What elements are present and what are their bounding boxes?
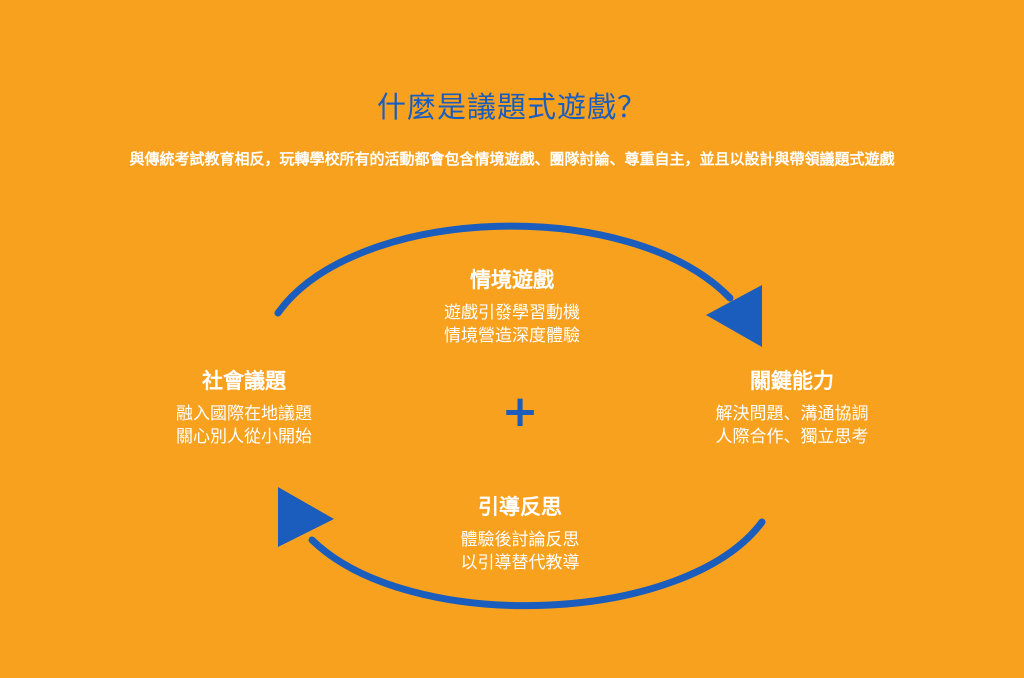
bottom-cycle-arc (308, 518, 766, 610)
node-social-issues: 社會議題 融入國際在地議題 關心別人從小開始 (144, 367, 344, 449)
node-line: 遊戲引發學習動機 (444, 303, 580, 323)
top-cycle-arc (274, 222, 734, 317)
node-heading: 關鍵能力 (750, 369, 834, 393)
node-line: 融入國際在地議題 (176, 404, 312, 424)
plus-icon: + (501, 386, 539, 437)
node-line: 解決問題、溝通協調 (715, 404, 869, 424)
node-heading: 社會議題 (202, 369, 286, 393)
node-guided-reflection: 引導反思 體驗後討論反思 以引導替代教導 (420, 493, 620, 575)
node-key-competencies: 關鍵能力 解決問題、溝通協調 人際合作、獨立思考 (692, 367, 892, 449)
bottom-arrowhead (278, 487, 334, 547)
node-heading: 引導反思 (478, 495, 562, 519)
node-line: 關心別人從小開始 (176, 427, 312, 447)
node-line: 情境營造深度體驗 (444, 326, 580, 346)
top-arrowhead (706, 285, 762, 347)
node-line: 人際合作、獨立思考 (715, 427, 869, 447)
node-situational-games: 情境遊戲 遊戲引發學習動機 情境營造深度體驗 (412, 266, 612, 348)
page-subtitle: 與傳統考試教育相反，玩轉學校所有的活動都會包含情境遊戲、團隊討論、尊重自主，並且… (129, 150, 895, 168)
node-heading: 情境遊戲 (470, 268, 554, 292)
page-title: 什麼是議題式遊戲？ (376, 90, 647, 124)
node-line: 體驗後討論反思 (460, 530, 580, 550)
node-line: 以引導替代教導 (460, 553, 580, 573)
